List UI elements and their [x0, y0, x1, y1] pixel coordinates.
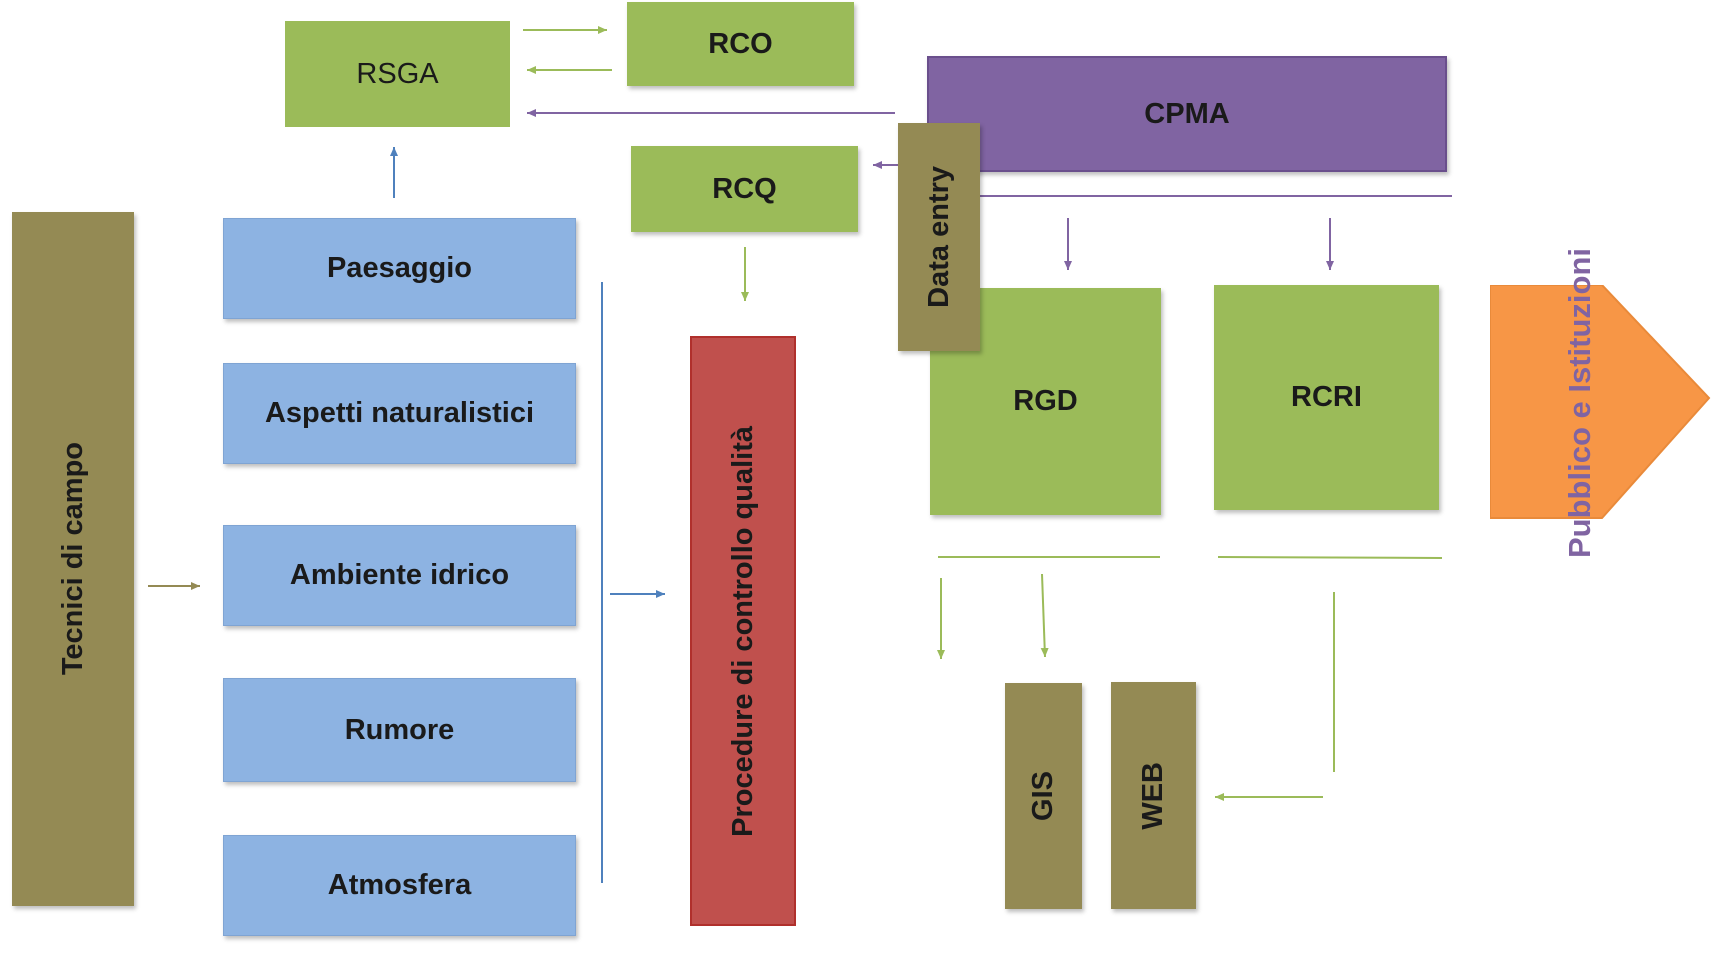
aspetti-naturalistici-label: Aspetti naturalistici — [264, 397, 535, 429]
arrow-rgd-to-gis — [1040, 573, 1049, 658]
rcq-label: RCQ — [712, 172, 777, 205]
gis-box: GIS — [1005, 683, 1082, 909]
rcri-box: RCRI — [1214, 285, 1439, 510]
pubblico-istituzioni-label: Pubblico e Istituzioni — [1562, 247, 1597, 558]
atmosfera-label: Atmosfera — [327, 869, 472, 901]
rcri-output-line — [1217, 556, 1443, 559]
rcq-box: RCQ — [631, 146, 858, 232]
rumore-label: Rumore — [344, 713, 455, 746]
rsga-label: RSGA — [356, 57, 439, 90]
tecnici-di-campo-label: Tecnici di campo — [56, 442, 89, 676]
rco-label: RCO — [708, 27, 773, 60]
rgd-label: RGD — [1013, 385, 1078, 417]
data-entry-label: Data entry — [922, 166, 955, 308]
rco-box: RCO — [627, 2, 854, 86]
pubblico-istituzioni-arrow-shape — [1490, 285, 1711, 519]
rsga-box: RSGA — [285, 21, 510, 127]
paesaggio-box: Paesaggio — [223, 218, 576, 319]
web-box: WEB — [1111, 682, 1196, 909]
tecnici-di-campo-box: Tecnici di campo — [12, 212, 134, 906]
rcri-label: RCRI — [1291, 381, 1362, 413]
procedure-label: Procedure di controllo qualità — [726, 425, 759, 837]
atmosfera-box: Atmosfera — [223, 835, 576, 936]
rumore-box: Rumore — [223, 678, 576, 782]
web-label: WEB — [1137, 761, 1169, 830]
paesaggio-label: Paesaggio — [326, 252, 473, 284]
ambiente-idrico-label: Ambiente idrico — [289, 559, 510, 591]
data-entry-box: Data entry — [898, 123, 980, 351]
pubblico-istituzioni-box: Pubblico e Istituzioni — [1500, 248, 1660, 558]
ambiente-idrico-box: Ambiente idrico — [223, 525, 576, 626]
cpma-box: CPMA — [927, 56, 1447, 172]
aspetti-naturalistici-box: Aspetti naturalistici — [223, 363, 576, 464]
cpma-label: CPMA — [1144, 97, 1230, 130]
procedure-box: Procedure di controllo qualità — [690, 336, 796, 926]
gis-label: GIS — [1027, 771, 1059, 821]
